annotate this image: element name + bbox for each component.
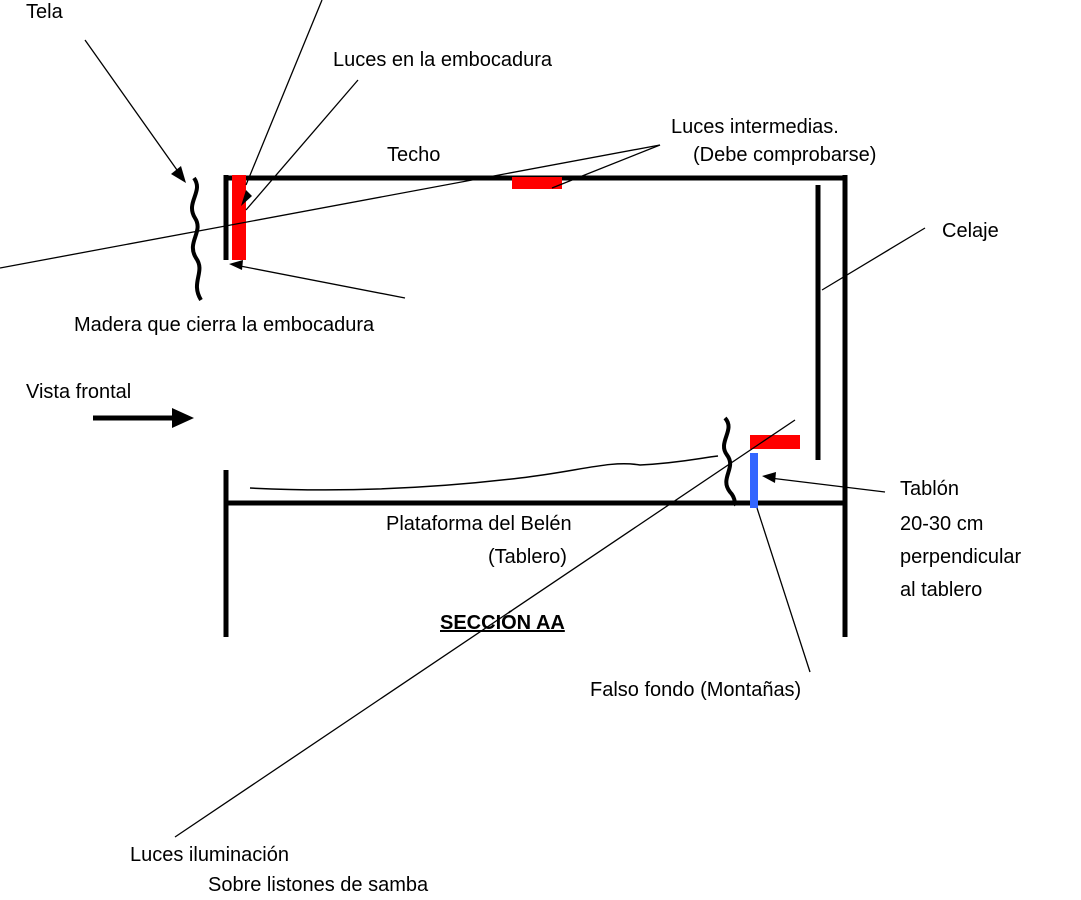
terrain-line	[249, 455, 719, 491]
label-seccion: SECCIÓN AA	[440, 610, 565, 634]
front-view-arrow-head	[172, 408, 194, 428]
label-luces-intermedias-2: (Debe comprobarse)	[693, 144, 876, 166]
arrowhead-madera	[229, 260, 243, 270]
label-tablon-1: Tablón	[900, 478, 959, 500]
label-celaje: Celaje	[942, 220, 999, 242]
label-tablon-2: 20-30 cm	[900, 513, 983, 535]
label-luces-embocadura: Luces en la embocadura	[333, 49, 553, 71]
leader-luces-intermedias-long	[0, 144, 661, 269]
label-plataforma-1: Plataforma del Belén	[386, 513, 572, 535]
leader-falso-fondo	[756, 507, 811, 673]
cloth-wave-back	[722, 416, 738, 507]
label-plataforma-2: (Tablero)	[488, 546, 567, 568]
label-techo: Techo	[387, 144, 440, 166]
label-luces-iluminacion-2: Sobre listones de samba	[208, 874, 429, 896]
leader-madera	[234, 264, 406, 299]
leader-luces-intermedias-short	[551, 144, 661, 189]
cloth-wave-front	[190, 176, 203, 302]
leader-tablon	[769, 477, 886, 493]
arrowhead-luces-embocadura	[241, 190, 252, 206]
leader-celaje	[821, 227, 926, 291]
leader-top-label	[245, 0, 323, 186]
leader-tela	[84, 39, 178, 171]
false-background-board	[750, 453, 758, 508]
label-madera: Madera que cierra la embocadura	[74, 314, 375, 336]
intermediate-light	[512, 177, 562, 189]
label-luces-intermedias-1: Luces intermedias.	[671, 116, 839, 138]
arrowhead-tela	[171, 166, 186, 183]
label-tela: Tela	[26, 1, 64, 23]
back-light	[750, 435, 800, 449]
leader-luces-embocadura	[245, 79, 359, 211]
label-tablon-4: al tablero	[900, 579, 982, 601]
label-tablon-3: perpendicular	[900, 546, 1022, 568]
embocadura-light	[232, 175, 246, 260]
leader-luces-iluminacion	[174, 419, 796, 838]
label-luces-iluminacion-1: Luces iluminación	[130, 844, 289, 866]
arrowhead-tablon	[762, 472, 776, 483]
label-vista-frontal: Vista frontal	[26, 381, 131, 403]
label-falso-fondo: Falso fondo (Montañas)	[590, 679, 801, 701]
